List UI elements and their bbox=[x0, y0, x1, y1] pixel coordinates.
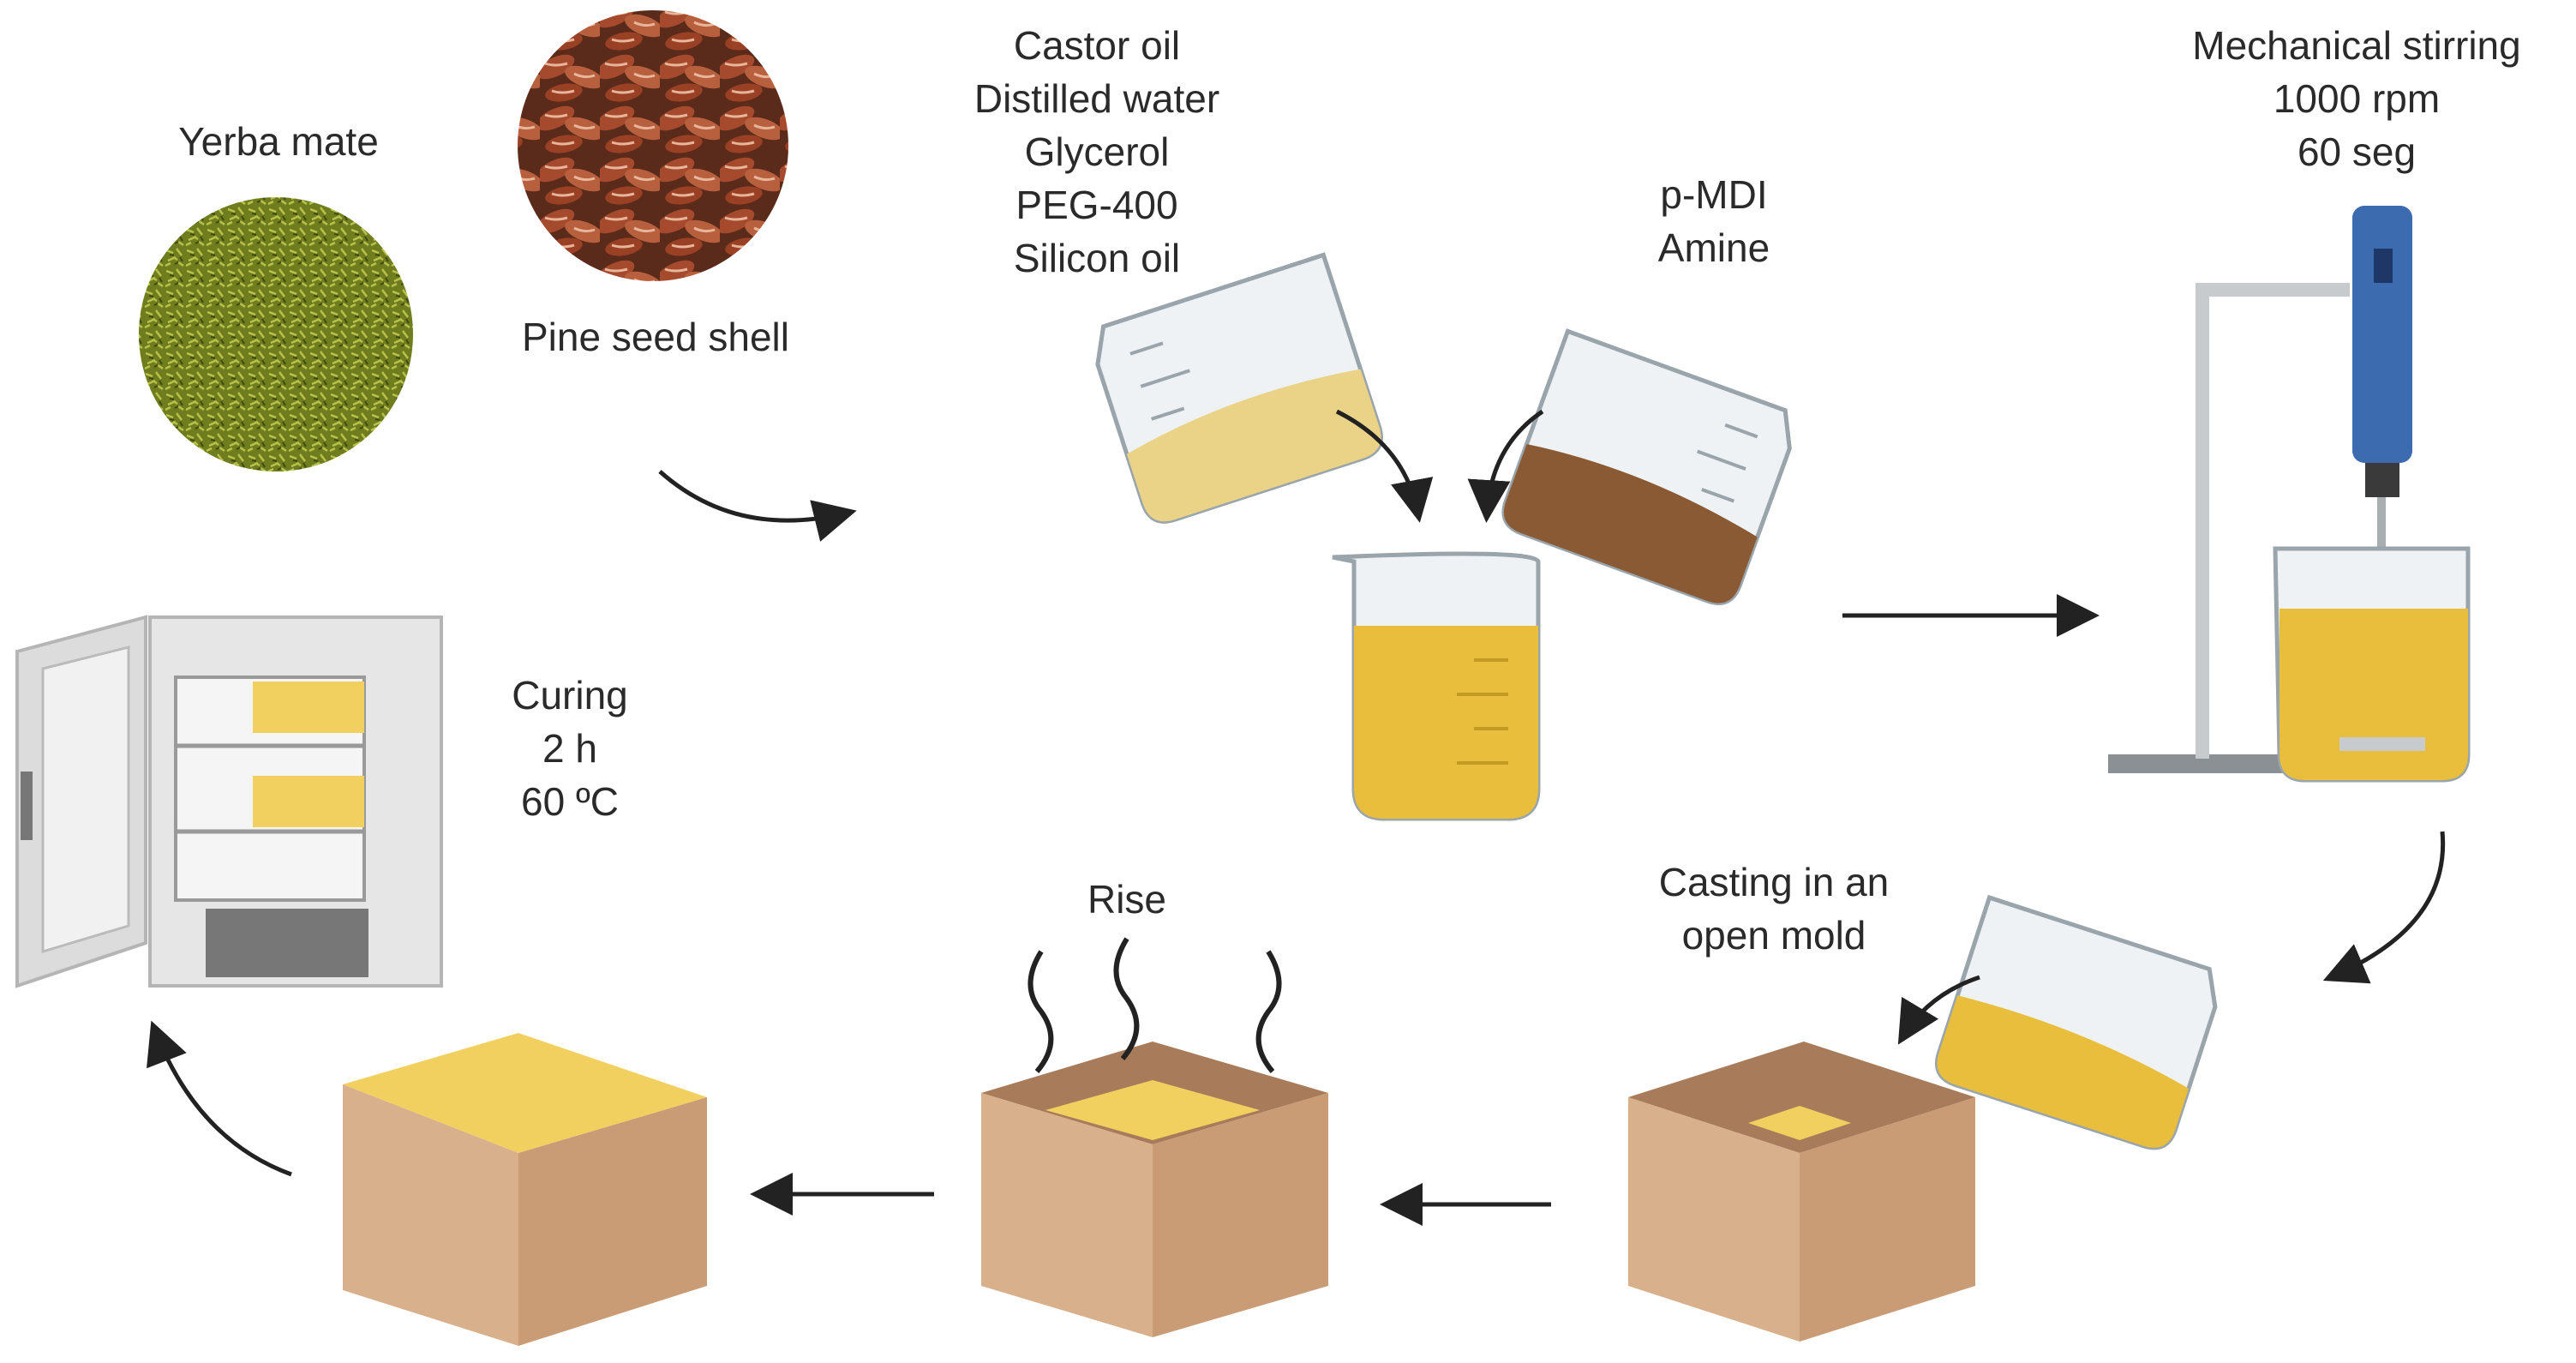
arrow-pour-to-mold bbox=[1897, 975, 1980, 1045]
component-castor-oil: Castor oil bbox=[1013, 23, 1181, 68]
casting-label: Casting in an open mold bbox=[1658, 860, 1890, 958]
beaker-components-a-icon bbox=[1095, 252, 1384, 524]
oven-icon bbox=[15, 615, 443, 988]
foam-block-icon bbox=[343, 1033, 707, 1346]
component-peg-400: PEG-400 bbox=[1015, 183, 1178, 227]
yerba-mate-label: Yerba mate bbox=[178, 119, 379, 164]
beaker-components-b-icon bbox=[1501, 328, 1792, 606]
mold-box-rise-icon bbox=[981, 937, 1328, 1337]
component-p-mdi: p-MDI bbox=[1660, 172, 1768, 217]
curing-title: Curing bbox=[512, 673, 628, 718]
pour-arrow-b bbox=[1467, 409, 1544, 523]
component-glycerol: Glycerol bbox=[1024, 129, 1170, 174]
pine-seed-shell-image bbox=[518, 10, 788, 281]
arrow-stirring-to-pour bbox=[2322, 831, 2446, 984]
stirring-title: Mechanical stirring bbox=[2192, 23, 2521, 68]
curing-label: Curing 2 h 60 ºC bbox=[467, 669, 673, 828]
pouring-beaker-icon bbox=[1934, 894, 2218, 1150]
stirring-time: 60 seg bbox=[2297, 129, 2417, 174]
rise-label: Rise bbox=[1087, 877, 1167, 922]
stirring-speed: 1000 rpm bbox=[2273, 76, 2441, 121]
arrow-foam-to-oven bbox=[147, 1020, 292, 1177]
curing-time: 2 h bbox=[542, 726, 597, 771]
curing-temperature: 60 ºC bbox=[521, 779, 619, 824]
component-distilled-water: Distilled water bbox=[973, 76, 1220, 121]
mechanical-stirrer-icon bbox=[2108, 206, 2471, 783]
mold-box-casting-icon bbox=[1628, 1042, 1975, 1342]
components-a-label: Castor oil Distilled water Glycerol PEG-… bbox=[926, 19, 1268, 285]
stirring-label: Mechanical stirring 1000 rpm 60 seg bbox=[2142, 19, 2571, 178]
yerba-mate-image bbox=[139, 197, 413, 471]
pour-arrow-a bbox=[1335, 409, 1434, 523]
curved-arrow-materials-to-mixing bbox=[658, 470, 857, 542]
components-b-label: p-MDI Amine bbox=[1603, 168, 1825, 274]
pine-seed-shell-label: Pine seed shell bbox=[522, 315, 789, 359]
mixing-beaker-icon bbox=[1332, 551, 1541, 821]
component-amine: Amine bbox=[1657, 225, 1770, 270]
component-silicon-oil: Silicon oil bbox=[1013, 236, 1181, 280]
